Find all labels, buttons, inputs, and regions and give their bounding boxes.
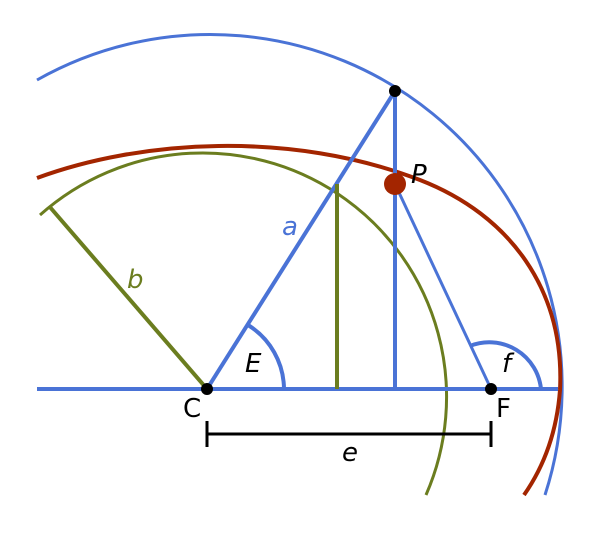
- radius-a-line: [205, 89, 397, 391]
- label-b: b: [127, 265, 144, 295]
- orbit-point-P: [384, 173, 406, 195]
- label-F: F: [496, 394, 511, 424]
- angle-arc-E: [246, 323, 286, 390]
- center-point-C: [201, 383, 213, 395]
- auxiliary-circle-point: [389, 85, 401, 97]
- focus-to-point-line: [393, 183, 493, 390]
- angle-arc-f: [469, 340, 543, 390]
- minor-circle: [39, 151, 449, 496]
- focus-point-F: [485, 383, 497, 395]
- label-e: e: [342, 438, 358, 468]
- radius-b-line: [47, 204, 209, 391]
- ellipse-orbit: [36, 144, 563, 497]
- label-P: P: [411, 160, 427, 190]
- label-E: E: [245, 349, 262, 379]
- label-C: C: [183, 394, 201, 424]
- label-a: a: [282, 212, 298, 242]
